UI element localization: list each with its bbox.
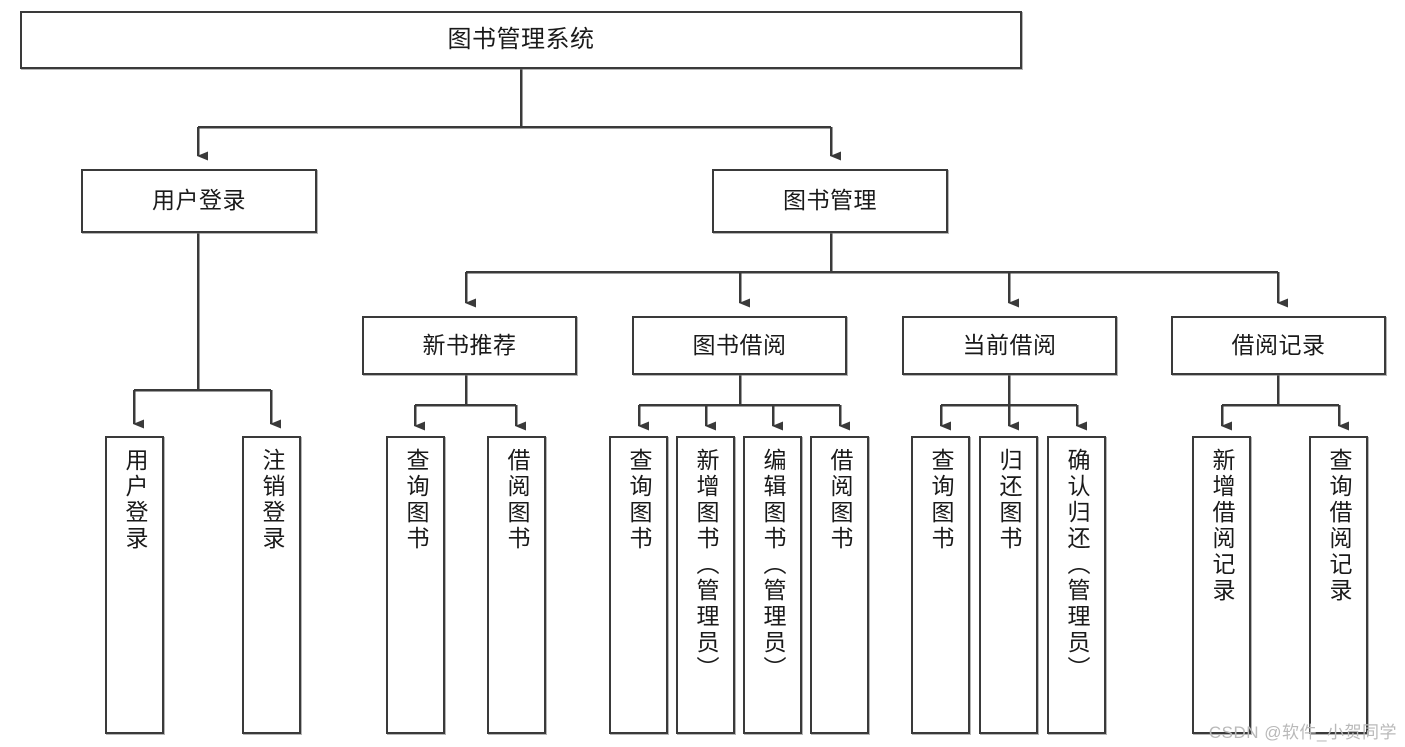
leaf-br-add-record-label: 新增借阅记录 (1209, 448, 1235, 604)
node-current-borrow[interactable]: 当前借阅 (902, 316, 1117, 375)
leaf-logout-label: 注销登录 (259, 448, 285, 552)
leaf-cb-return-book[interactable]: 归还图书 (979, 436, 1038, 734)
leaf-bb-borrow-book[interactable]: 借阅图书 (810, 436, 869, 734)
leaf-bb-edit-book[interactable]: 编辑图书（管理员） (743, 436, 802, 734)
node-root[interactable]: 图书管理系统 (20, 11, 1022, 69)
leaf-rec-borrow-book-label: 借阅图书 (504, 448, 530, 552)
leaf-bb-edit-book-label: 编辑图书（管理员） (760, 448, 786, 682)
leaf-cb-return-book-label: 归还图书 (996, 448, 1022, 552)
leaf-rec-query-book[interactable]: 查询图书 (386, 436, 445, 734)
node-current-borrow-label: 当前借阅 (962, 331, 1057, 358)
node-book-mgmt-label: 图书管理 (783, 187, 877, 214)
leaf-br-query-record-label: 查询借阅记录 (1326, 448, 1352, 604)
leaf-bb-add-book[interactable]: 新增图书（管理员） (676, 436, 735, 734)
node-book-mgmt[interactable]: 图书管理 (712, 169, 948, 233)
watermark: CSDN @软件_小贺同学 (1208, 723, 1397, 742)
leaf-logout[interactable]: 注销登录 (242, 436, 301, 734)
leaf-user-login-label: 用户登录 (122, 448, 148, 552)
leaf-user-login[interactable]: 用户登录 (105, 436, 164, 734)
leaf-bb-add-book-label: 新增图书（管理员） (693, 448, 719, 682)
node-borrow-record-label: 借阅记录 (1231, 331, 1326, 358)
node-borrow-record[interactable]: 借阅记录 (1171, 316, 1386, 375)
leaf-br-add-record[interactable]: 新增借阅记录 (1192, 436, 1251, 734)
node-new-book-rec[interactable]: 新书推荐 (362, 316, 577, 375)
node-user-login[interactable]: 用户登录 (81, 169, 317, 233)
leaf-cb-query-book[interactable]: 查询图书 (911, 436, 970, 734)
leaf-cb-query-book-label: 查询图书 (928, 448, 954, 552)
leaf-bb-query-book[interactable]: 查询图书 (609, 436, 668, 734)
node-book-borrow[interactable]: 图书借阅 (632, 316, 847, 375)
leaf-rec-query-book-label: 查询图书 (403, 448, 429, 552)
node-root-label: 图书管理系统 (447, 25, 595, 53)
leaf-bb-query-book-label: 查询图书 (626, 448, 652, 552)
node-book-borrow-label: 图书借阅 (692, 331, 787, 358)
node-user-login-label: 用户登录 (152, 187, 246, 214)
leaf-br-query-record[interactable]: 查询借阅记录 (1309, 436, 1368, 734)
leaf-bb-borrow-book-label: 借阅图书 (827, 448, 853, 552)
node-new-book-rec-label: 新书推荐 (422, 331, 517, 358)
leaf-cb-confirm-return-label: 确认归还（管理员） (1064, 448, 1090, 682)
leaf-cb-confirm-return[interactable]: 确认归还（管理员） (1047, 436, 1106, 734)
leaf-rec-borrow-book[interactable]: 借阅图书 (487, 436, 546, 734)
